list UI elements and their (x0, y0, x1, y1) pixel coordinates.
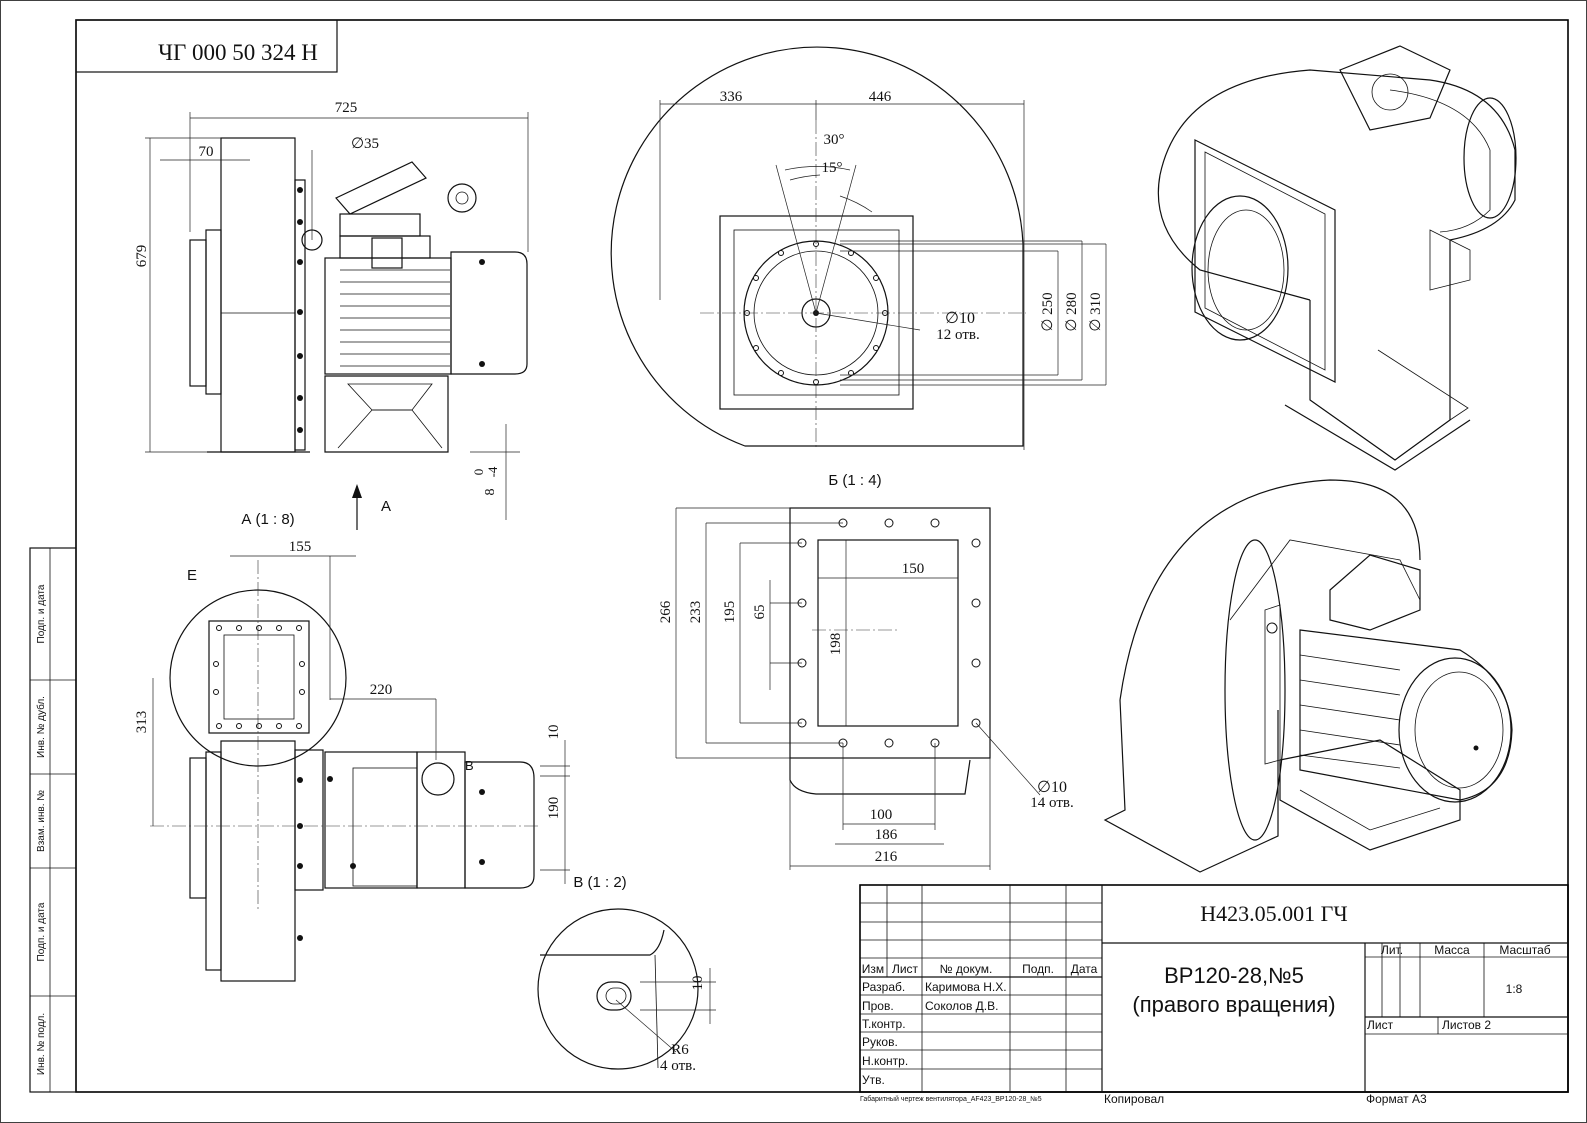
view-v: В (1 : 2) 10 R6 4 отв. (537, 874, 716, 1074)
product-rotation: (правого вращения) (1132, 992, 1335, 1017)
sheets-label: Листов 2 (1442, 1018, 1491, 1032)
dim-100: 100 (870, 807, 893, 823)
view-a-flange-holes (213, 625, 305, 729)
dim-4-holes: 4 отв. (660, 1058, 696, 1074)
dim-8: 8 (483, 489, 498, 496)
dim-tol-lower: -4 (485, 466, 500, 477)
col-header-list: Лист (892, 962, 919, 976)
product-name: ВР120-28,№5 (1164, 963, 1304, 988)
view-b-title: Б (1 : 4) (828, 472, 881, 489)
footer-file: Габаритный чертеж вентилятора_АF423_ВР12… (860, 1095, 1042, 1103)
view-a-title: А (1 : 8) (241, 511, 294, 528)
dim-tol-upper: 0 (471, 469, 486, 476)
role-utv: Утв. (862, 1073, 885, 1087)
dim-d310: ∅ 310 (1088, 292, 1104, 331)
dim-220: 220 (370, 682, 393, 698)
dim-336: 336 (720, 89, 743, 105)
col-header-izm: Изм (862, 962, 884, 976)
dim-186: 186 (875, 827, 898, 843)
sheet-footer: Габаритный чертеж вентилятора_АF423_ВР12… (860, 1092, 1427, 1106)
col-header-date: Дата (1071, 962, 1098, 976)
dim-12-holes: 12 отв. (936, 327, 979, 343)
col-header-doc: № докум. (940, 962, 993, 976)
dim-233: 233 (688, 601, 704, 624)
side-strip: Подп. и дата Инв. № дубл. Взам. инв. № П… (29, 547, 77, 1093)
lit-label: Лит. (1381, 943, 1403, 957)
dim-d10-b: ∅10 (945, 310, 975, 327)
dim-d35: ∅35 (351, 136, 379, 152)
role-tkontr: Т.контр. (862, 1017, 906, 1031)
dim-195: 195 (722, 601, 738, 624)
dim-65: 65 (752, 605, 768, 620)
mass-label: Масса (1434, 943, 1470, 957)
format-label: Формат А3 (1366, 1092, 1427, 1106)
scale-value: 1:8 (1506, 982, 1523, 996)
view-a: А (1 : 8) Е (134, 511, 570, 982)
callout-v: В (465, 758, 474, 773)
view-arrow-a: А (381, 498, 391, 515)
dim-14-holes: 14 отв. (1030, 795, 1073, 811)
dim-150: 150 (902, 561, 925, 577)
main-view: 725 70 ∅35 679 0 -4 8 А (134, 100, 529, 530)
isometric-view-1 (1157, 45, 1517, 471)
view-v-title: В (1 : 2) (573, 874, 626, 891)
top-code-box: ЧГ 000 50 324 Н (75, 19, 338, 73)
role-nkontr: Н.контр. (862, 1054, 908, 1068)
copied-label: Копировал (1104, 1092, 1164, 1106)
side-label-2: Инв. № дубл. (35, 696, 47, 758)
view-b: 336 446 30° 15° ∅10 12 отв. ∅ 250 ∅ 280 … (610, 46, 1107, 489)
dim-190: 190 (546, 797, 562, 820)
dim-70: 70 (199, 144, 214, 160)
side-label-4: Подп. и дата (36, 902, 47, 961)
dim-r6: R6 (671, 1042, 689, 1058)
role-rukov: Руков. (862, 1035, 898, 1049)
dim-313: 313 (134, 711, 150, 734)
side-label-1: Подп. и дата (36, 584, 47, 643)
designation: Н423.05.001 ГЧ (1200, 901, 1347, 926)
title-block: Изм Лист № докум. Подп. Дата Разраб. Кар… (859, 884, 1569, 1093)
dim-10-v: 10 (690, 976, 706, 991)
isometric-view-2 (1103, 479, 1513, 873)
dim-679: 679 (134, 245, 150, 268)
dim-216: 216 (875, 849, 898, 865)
dim-155: 155 (289, 539, 312, 555)
dim-d10-e: ∅10 (1037, 779, 1067, 796)
name-prov: Соколов Д.В. (925, 999, 998, 1013)
dim-725: 725 (335, 100, 358, 116)
iso2-motor-fins (1299, 654, 1401, 769)
main-bolts (297, 187, 485, 433)
view-b-bolts (744, 241, 888, 385)
dim-15deg: 15° (822, 160, 843, 176)
dim-266: 266 (658, 600, 674, 623)
side-label-3: Взам. инв. № (36, 790, 47, 852)
role-razrab: Разраб. (862, 980, 905, 994)
view-e-holes (797, 518, 981, 748)
dim-d250: ∅ 250 (1040, 292, 1056, 331)
dim-446: 446 (869, 89, 892, 105)
sheet-label: Лист (1367, 1018, 1394, 1032)
name-razrab: Каримова Н.Х. (925, 980, 1007, 994)
callout-e: Е (187, 567, 197, 584)
role-prov: Пров. (862, 999, 894, 1013)
side-label-5: Инв. № подл. (36, 1013, 47, 1075)
col-header-sign: Подп. (1022, 962, 1054, 976)
top-doc-code: ЧГ 000 50 324 Н (158, 40, 318, 65)
dim-30deg: 30° (824, 132, 845, 148)
dim-d280: ∅ 280 (1064, 292, 1080, 331)
dim-10-a: 10 (546, 725, 562, 740)
view-e: 266 233 195 65 150 198 ∅10 14 отв. 100 1… (658, 507, 1074, 870)
dim-198: 198 (828, 633, 844, 656)
scale-label: Масштаб (1499, 943, 1550, 957)
motor-fins (340, 269, 450, 367)
